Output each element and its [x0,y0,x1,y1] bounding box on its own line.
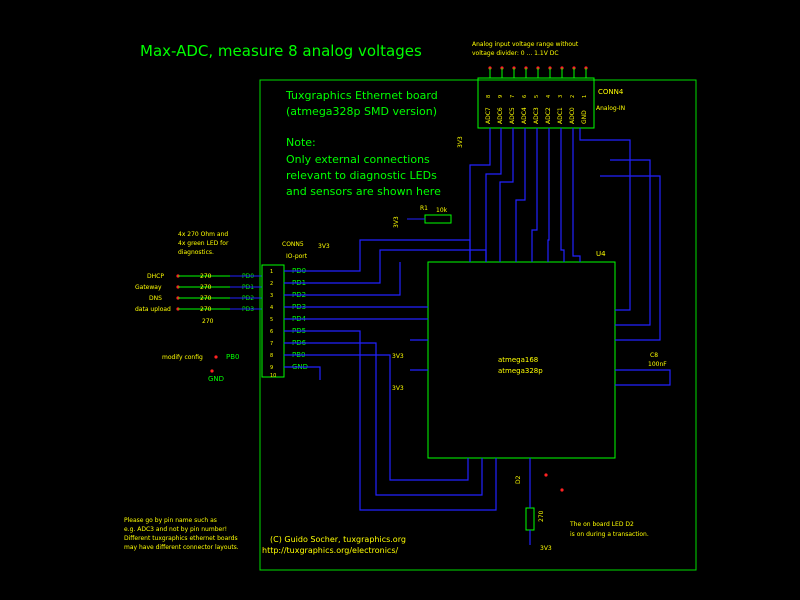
conn4-analog-in-label: Analog-IN [596,105,625,112]
conn4-pin-label: ADC4 [521,107,528,124]
conn4-pin-label: ADC2 [545,107,552,124]
r1-value: 10k [436,207,448,214]
conn4-pin-number: 2 [570,95,576,98]
copyright-line1: (C) Guido Socher, tuxgraphics.org [270,535,406,544]
conn5-pin-number: 6 [270,329,273,335]
conn5-pin-number: 9 [270,365,273,371]
pin-hint-line4: may have different connector layouts. [124,544,239,551]
u4-supply2: 3V3 [392,385,404,392]
resistor-r1: R1 10k 3V3 [393,205,452,228]
conn4-pin-number: 1 [582,95,588,98]
conn4-pin-label: ADC3 [533,107,540,124]
board-info-line1: Tuxgraphics Ethernet board [285,89,438,102]
terminal-point [544,473,548,477]
led-resistor-value: 270 [202,318,214,325]
conn4-vcc-label: 3V3 [457,136,464,148]
note-line3: and sensors are shown here [286,185,441,198]
conn5-connector: CONN5 IO-port 3V3 PD01PD12PD23PD34PD45PD… [261,241,330,379]
conn4-pin-number: 9 [498,95,504,98]
diagnostic-leds: DHCP270PD0Gateway270PD1DNS270PD2data upl… [135,273,262,325]
terminal-point [214,355,218,359]
conn4-pin-number: 6 [522,95,528,98]
u4-chip-name2: atmega328p [498,367,543,375]
conn5-pin-number: 7 [270,341,273,347]
c8-value: 100nF [648,361,667,368]
pin-hint-line2: e.g. ADC3 and not by pin number! [124,526,227,533]
led-label: data upload [135,306,171,313]
d2-resistor: 270 [538,510,545,522]
title: Max-ADC, measure 8 analog voltages [140,42,422,60]
conn5-pin-number: 4 [270,305,273,311]
led-resistor-value: 270 [200,273,212,280]
conn4-pin-label: ADC6 [497,107,504,124]
note-line1: Only external connections [286,153,430,166]
board-info-line2: (atmega328p SMD version) [286,105,437,118]
u4-name: U4 [596,250,606,258]
onboard-led-note1: The on board LED D2 [569,521,634,528]
u4-supply1: 3V3 [392,353,404,360]
conn5-pin-number: 1 [270,269,273,275]
led-note-line1: 4x 270 Ohm and [178,231,228,238]
led-resistor-value: 270 [200,306,212,313]
conn4-pin-number: 7 [510,95,516,98]
r1-name: R1 [420,205,428,212]
conn4-pin-number: 4 [546,95,552,98]
wiring [284,128,671,545]
r1-supply: 3V3 [393,216,400,228]
conn5-pin-number: 8 [270,353,273,359]
pin-hint-line3: Different tuxgraphics ethernet boards [124,535,238,542]
terminal-point [560,488,564,492]
gnd-label: GND [208,375,224,383]
note-heading: Note: [286,136,316,149]
u4-chip-name1: atmega168 [498,356,538,364]
conn4-pin-label: ADC0 [569,107,576,124]
led-resistor-value: 270 [200,295,212,302]
terminal-point [210,369,214,373]
pin-hint-line1: Please go by pin name such as [124,517,217,524]
analog-note-line1: Analog input voltage range without [472,41,579,48]
led-label: DHCP [147,273,164,280]
note-line2: relevant to diagnostic LEDs [286,169,437,182]
conn4-pin-label: ADC5 [509,107,516,124]
led-note-line2: 4x green LED for [178,240,229,247]
led-note-line3: diagnostics. [178,249,214,256]
led-label: DNS [149,295,162,302]
u4-chip: U4 atmega168 atmega328p 3V3 3V3 C8 100nF… [392,250,667,552]
conn5-pin-number: 2 [270,281,273,287]
modify-config-label: modify config [162,354,203,361]
conn5-vcc: 3V3 [318,243,330,250]
led-resistor-value: 270 [200,284,212,291]
conn4-pin-number: 8 [486,95,492,98]
conn5-name: CONN5 [282,241,304,248]
analog-note-line2: voltage divider: 0 ... 1.1V DC [472,50,559,57]
conn5-pin-number: 10 [270,373,276,379]
conn4-pin-number: 5 [534,95,540,98]
conn4-pin-number: 3 [558,95,564,98]
conn4-pin-label: ADC1 [557,107,564,124]
onboard-led-note2: is on during a transaction. [570,531,649,538]
conn4-name: CONN4 [598,88,624,96]
copyright-line2: http://tuxgraphics.org/electronics/ [262,546,398,555]
c8-name: C8 [650,352,658,359]
conn5-pin-number: 3 [270,293,273,299]
conn4-pin-label: ADC7 [485,107,492,124]
d2-name: D2 [515,475,522,484]
conn5-pin-number: 5 [270,317,273,323]
d2-supply: 3V3 [540,545,552,552]
led-label: Gateway [135,284,162,291]
conn4-pin-label: GND [581,110,588,124]
conn5-subtitle: IO-port [286,253,308,260]
modify-config-net: PB0 [226,353,239,361]
